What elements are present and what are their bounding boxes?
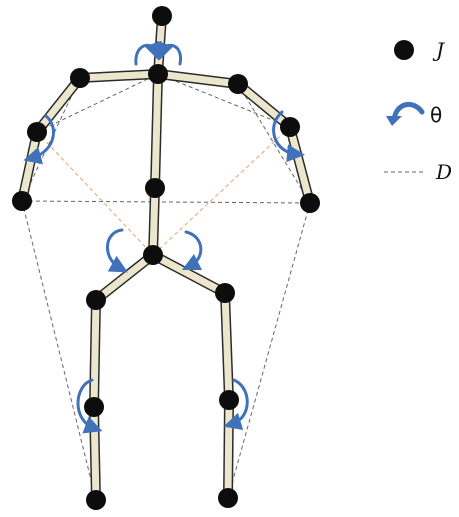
bone-right-upper-arm xyxy=(234,80,294,131)
joint-right-knee xyxy=(219,390,239,410)
skeleton-bones xyxy=(17,11,315,505)
joint-left-shoulder xyxy=(70,68,90,88)
joint-right-elbow xyxy=(280,117,300,137)
distance-line-left-shoulder-to-left-hand xyxy=(21,77,81,202)
bone-right-thigh xyxy=(221,289,233,404)
bone-left-hip xyxy=(92,251,157,304)
bone-right-shin xyxy=(224,396,233,502)
bone-left-upper-arm xyxy=(33,74,84,136)
bone-left-shin xyxy=(90,403,100,504)
distance-lines xyxy=(21,73,311,501)
left-hip-angle-arrow-icon xyxy=(106,228,128,273)
joint-right-hip xyxy=(215,283,235,303)
joint-neck xyxy=(148,64,168,84)
distance-line-right-elbow-to-neck xyxy=(157,73,291,128)
bone-left-clavicle xyxy=(76,70,162,82)
bone-upper-spine xyxy=(151,70,162,192)
distance-line-left-elbow-to-hip xyxy=(36,131,154,256)
distance-line-left-hand-to-right-hand xyxy=(21,200,311,204)
distance-line-right-hand-to-right-foot xyxy=(227,202,311,499)
joint-head xyxy=(152,6,172,26)
right-knee-angle-arrow-icon xyxy=(223,378,249,431)
legend-angle-arrowhead xyxy=(386,116,402,126)
distance-line-right-elbow-to-hip xyxy=(152,126,291,256)
bone-right-clavicle xyxy=(154,70,242,88)
bone-left-forearm xyxy=(18,128,41,205)
distance-line-right-shoulder-to-right-hand xyxy=(237,83,311,204)
bone-left-thigh xyxy=(90,296,100,411)
left-knee-angle-arrow-icon xyxy=(76,378,103,434)
joint-left-hand xyxy=(12,191,32,211)
bone-right-forearm xyxy=(286,123,314,207)
joint-left-elbow xyxy=(27,122,47,142)
neck-angle-arrow-icon xyxy=(134,40,162,66)
joint-spine-mid xyxy=(145,178,165,198)
legend-joint-symbol-icon xyxy=(394,40,414,60)
distance-line-left-hand-to-left-foot xyxy=(21,200,97,501)
distance-line-left-elbow-to-neck xyxy=(36,73,159,133)
joint-hip-center xyxy=(143,245,163,265)
legend-angle-label: θ xyxy=(430,103,442,127)
left-elbow-angle-arrow-icon xyxy=(23,114,55,165)
joint-right-shoulder xyxy=(228,74,248,94)
joint-right-hand xyxy=(300,193,320,213)
joint-left-hip xyxy=(86,290,106,310)
legend: J θ D xyxy=(384,38,452,184)
bone-right-hip xyxy=(149,251,229,297)
bone-lower-spine xyxy=(149,184,159,259)
right-hip-angle-arrow-icon xyxy=(181,230,203,271)
legend-joint-label: J xyxy=(432,38,445,62)
joint-left-foot xyxy=(86,490,106,510)
neck-angle-arrow-icon xyxy=(156,40,183,66)
skeleton-joints xyxy=(12,6,320,510)
legend-distance-label: D xyxy=(435,160,452,184)
legend-angle-arrow-icon xyxy=(391,102,425,123)
angle-arrows xyxy=(23,40,305,434)
joint-left-knee xyxy=(84,397,104,417)
joint-right-foot xyxy=(218,488,238,508)
right-elbow-angle-arrow-icon xyxy=(272,110,305,163)
